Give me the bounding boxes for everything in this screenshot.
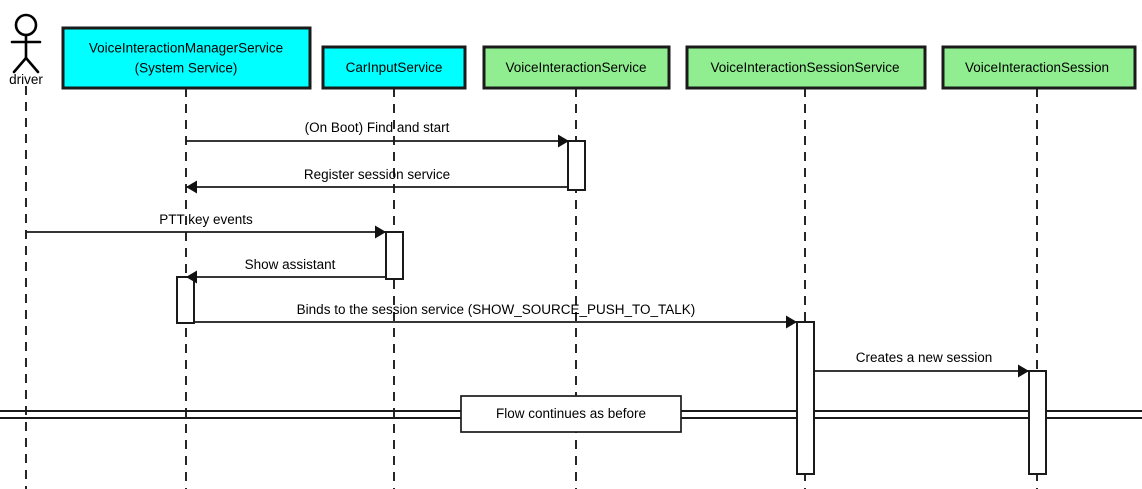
participant-vims[interactable]: VoiceInteractionManagerService (System Se… [61, 26, 312, 90]
message-m4[interactable]: Show assistant [186, 257, 386, 284]
participant-label-vsession: VoiceInteractionSession [965, 60, 1109, 75]
divider-box-layer: Flow continues as before [460, 395, 682, 433]
message-label-m3: PTT key events [159, 212, 253, 227]
divider-box [460, 395, 682, 433]
actor-leg-left-icon [12, 56, 28, 74]
participant-label-viss: VoiceInteractionSessionService [710, 60, 899, 75]
activations-layer [176, 140, 1047, 475]
message-arrowhead-icon-m4 [186, 270, 197, 284]
participant-box-vis[interactable] [482, 45, 671, 90]
participant-box-vsession[interactable] [941, 45, 1137, 90]
actor-head-icon [14, 13, 38, 37]
participant-sublabel-vims: (System Service) [135, 61, 238, 76]
activation-bar-vsession [1028, 370, 1047, 475]
participant-vis[interactable]: VoiceInteractionService [482, 45, 671, 90]
message-label-m6: Creates a new session [856, 350, 993, 365]
participants-layer: driver VoiceInteractionManagerService (Sys… [9, 13, 1137, 90]
message-arrowhead-icon-m6 [1018, 364, 1029, 378]
message-label-m2: Register session service [304, 167, 450, 182]
message-arrowhead-icon-m1 [558, 134, 569, 148]
participant-actor-driver[interactable]: driver [9, 13, 43, 87]
message-m5[interactable]: Binds to the session service (SHOW_SOURC… [194, 302, 797, 329]
activation-bar-viss [796, 321, 815, 475]
actor-leg-right-icon [24, 56, 40, 74]
participant-label-vims: VoiceInteractionManagerService [89, 41, 283, 56]
message-m3[interactable]: PTT key events [26, 212, 386, 239]
participant-label-carinput: CarInputService [346, 60, 443, 75]
message-m2[interactable]: Register session service [186, 167, 569, 194]
participant-label-vis: VoiceInteractionService [505, 60, 646, 75]
participant-carinput[interactable]: CarInputService [321, 45, 467, 90]
message-m1[interactable]: (On Boot) Find and start [186, 120, 569, 148]
message-arrowhead-icon-m2 [186, 180, 197, 194]
participant-vsession[interactable]: VoiceInteractionSession [941, 45, 1137, 90]
participant-label-driver: driver [9, 72, 43, 87]
participant-box-carinput[interactable] [321, 45, 467, 90]
divider-label: Flow continues as before [496, 406, 646, 421]
message-m6[interactable]: Creates a new session [814, 350, 1029, 378]
participant-viss[interactable]: VoiceInteractionSessionService [685, 45, 927, 90]
activation-bar-vims [176, 276, 195, 324]
message-label-m5: Binds to the session service (SHOW_SOURC… [297, 302, 696, 317]
message-label-m1: (On Boot) Find and start [305, 120, 450, 135]
participant-box-viss[interactable] [685, 45, 927, 90]
message-arrowhead-icon-m5 [786, 315, 797, 329]
message-label-m4: Show assistant [245, 257, 336, 272]
activation-bar-carinput [385, 231, 404, 280]
participant-box-vims[interactable] [61, 26, 312, 90]
message-arrowhead-icon-m3 [375, 225, 386, 239]
activation-bar-vis [567, 140, 586, 191]
